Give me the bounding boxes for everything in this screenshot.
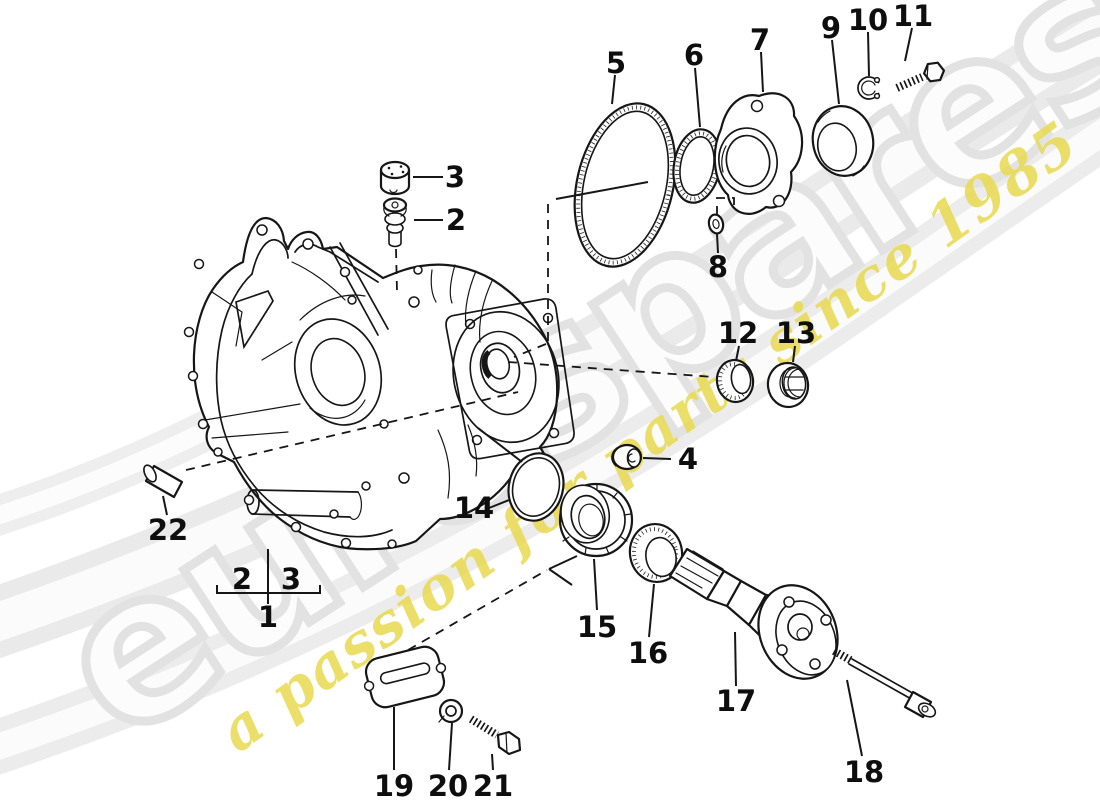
part-18-socket-bolt [832,647,937,719]
callout-17: 17 [716,684,756,718]
part-2-breather [382,197,408,248]
transmission-case-drawing [183,216,575,551]
callout-16: 16 [628,636,668,670]
part-9-shaft-seal [811,105,875,177]
part-20-washer [438,698,464,724]
part-4-plug [611,443,643,471]
callout-20: 20 [428,769,468,800]
part-3-cap [379,160,411,196]
callout-4: 4 [678,442,698,476]
callout-8: 8 [708,250,728,284]
part-16-seal-ring [628,522,684,584]
bracket-label-3: 3 [281,562,301,596]
bracket-label-2: 2 [232,562,252,596]
callout-1: 1 [258,600,278,634]
callout-15: 15 [577,610,617,644]
part-17-output-flange [668,547,839,680]
callout-14: 14 [454,491,494,525]
part-13-needle-bearing [766,361,810,409]
callout-6: 6 [684,38,704,72]
callout-21: 21 [473,769,513,800]
callout-18: 18 [844,755,884,789]
part-14-o-ring [507,452,565,522]
callout-9: 9 [821,11,841,45]
part-10-circlip [857,76,881,100]
callout-5: 5 [606,46,626,80]
rear-cover-face [445,298,575,460]
part-5-gasket-ring [573,102,677,268]
group-bracket [216,549,321,604]
part-8-o-ring [707,213,725,235]
callout-2: 2 [446,203,466,237]
callout-19: 19 [374,769,414,800]
callout-22: 22 [148,513,188,547]
callout-12: 12 [718,316,758,350]
part-15-hub-nut [558,482,634,558]
callout-labels: 1 2 3 4 5 6 7 8 9 10 11 12 13 14 15 16 1… [148,0,933,800]
part-21-hex-bolt [468,715,522,756]
callout-10: 10 [848,3,888,37]
callout-11: 11 [893,0,933,33]
part-22-dowel-pin [143,464,184,499]
part-12-bushing [715,358,755,404]
part-7-cover-flange [713,92,804,215]
callout-3: 3 [445,160,465,194]
callout-7: 7 [750,23,770,57]
part-11-hex-bolt [895,61,946,92]
leader-lines [162,27,913,771]
part-6-seal-ring [672,128,722,204]
callout-13: 13 [776,316,816,350]
part-19-gasket [363,645,447,709]
